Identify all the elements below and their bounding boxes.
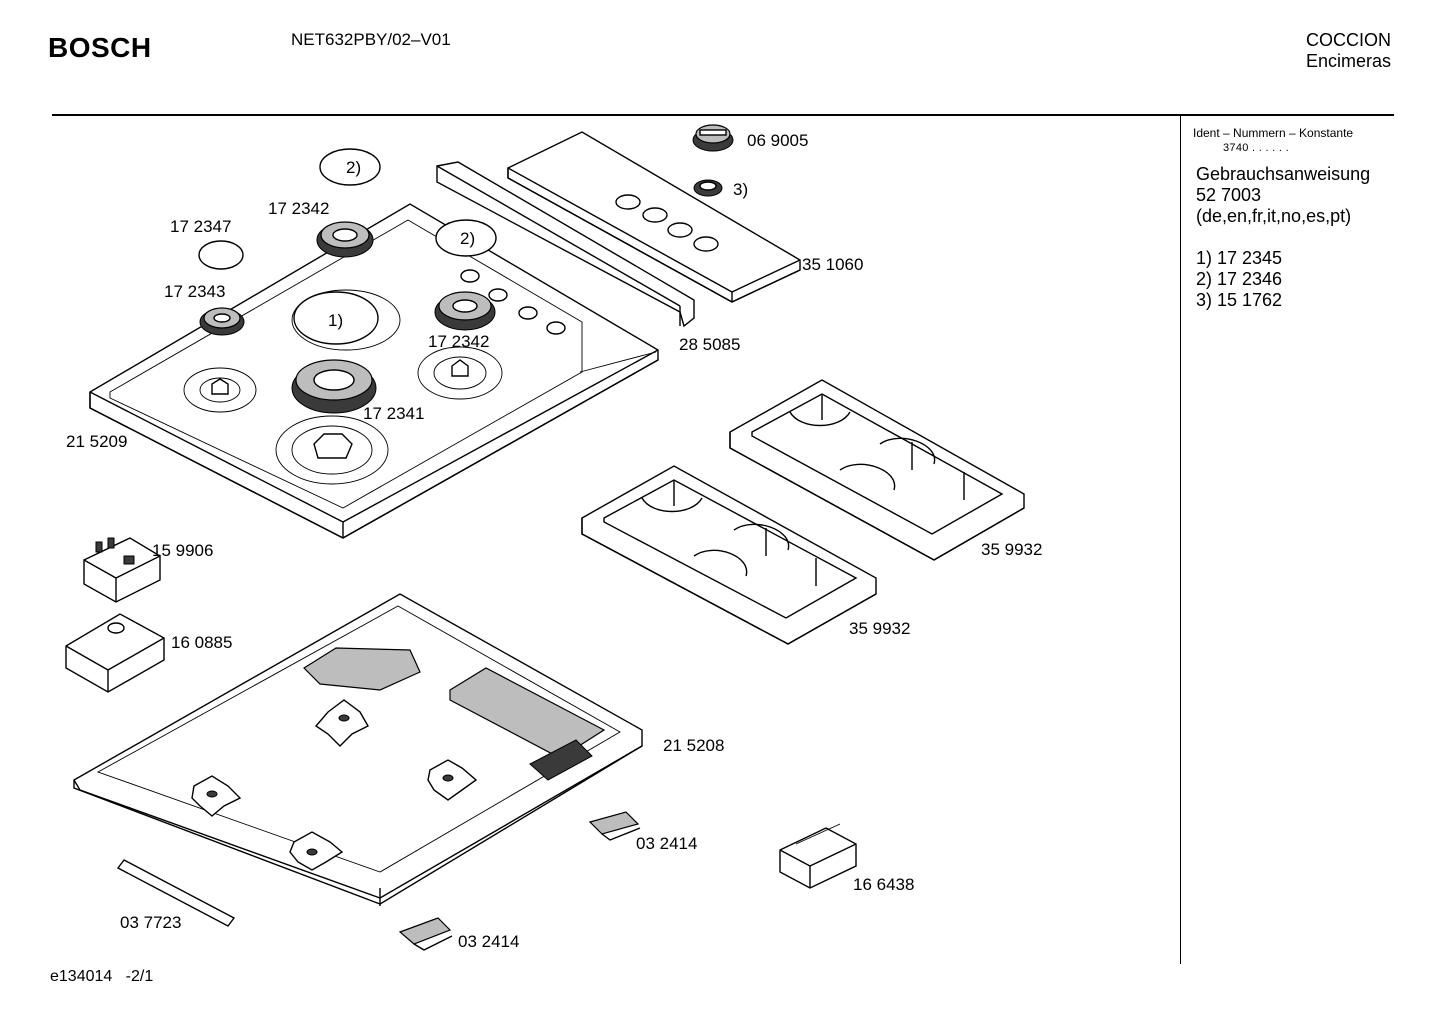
clip-bottom-part xyxy=(398,917,453,951)
label-burner-large: 17 2341 xyxy=(363,404,425,423)
ident-title: Ident – Nummern – Konstante xyxy=(1193,126,1354,140)
footnote-1: 1) 17 2345 xyxy=(1196,248,1283,268)
manual-languages: (de,en,fr,it,no,es,pt) xyxy=(1196,206,1352,226)
callout-2b-text: 2) xyxy=(460,229,475,248)
label-burner-small: 17 2343 xyxy=(164,282,226,301)
label-module-cover: 16 0885 xyxy=(171,633,233,652)
label-knob-spacer: 3) xyxy=(733,180,749,199)
burner-cap-small-part xyxy=(198,240,244,270)
label-clip-right: 03 2414 xyxy=(636,834,698,853)
pan-support-front-part xyxy=(581,465,877,645)
label-clip-bottom: 03 2414 xyxy=(458,932,520,951)
seal-strip-part xyxy=(116,859,236,927)
ident-number: 3740 . . . . . . xyxy=(1223,142,1289,154)
burner-medium-front-part xyxy=(434,291,496,331)
label-burner-medium-front: 17 2342 xyxy=(428,332,490,351)
label-control-panel: 35 1060 xyxy=(802,255,864,274)
label-ignition-module: 15 9906 xyxy=(152,541,214,560)
label-burner-cap-small: 17 2347 xyxy=(170,217,232,236)
burner-large-part xyxy=(291,359,377,414)
label-base-tray: 21 5208 xyxy=(663,736,725,755)
pan-support-rear-part xyxy=(729,379,1025,561)
model-number: NET632PBY/02–V01 xyxy=(291,30,451,49)
footnote-3: 3) 15 1762 xyxy=(1196,290,1283,310)
panel-strip-part xyxy=(436,161,695,328)
label-pan-support-rear: 35 9932 xyxy=(981,540,1043,559)
control-panel-part xyxy=(507,131,801,303)
hob-top-part xyxy=(89,203,659,539)
sidebar-divider xyxy=(1180,116,1181,964)
footer-drawing-id: e134014 -2/1 xyxy=(50,968,153,986)
label-junction-box: 16 6438 xyxy=(853,875,915,894)
junction-box-part xyxy=(779,823,857,889)
label-pan-support-front: 35 9932 xyxy=(849,619,911,638)
page-number: -2/1 xyxy=(125,968,154,985)
subcategory-title: Encimeras xyxy=(1305,51,1391,71)
label-knob: 06 9005 xyxy=(747,131,809,150)
clip-right-part xyxy=(588,811,641,841)
brand-logo: BOSCH xyxy=(48,32,152,63)
module-cover-part xyxy=(65,613,165,693)
callout-ring-1: 1) xyxy=(293,291,379,345)
callout-2a-text: 2) xyxy=(346,158,361,177)
knob-part xyxy=(692,124,734,152)
ignition-module-part xyxy=(83,537,161,603)
manual-number: 52 7003 xyxy=(1196,185,1262,205)
callout-ring-2b: 2) xyxy=(435,219,497,257)
label-hob-top: 21 5209 xyxy=(66,432,128,451)
knob-spacer-part xyxy=(693,179,723,197)
label-seal-strip: 03 7723 xyxy=(120,913,182,932)
callout-ring-2a: 2) xyxy=(319,148,381,186)
label-panel-strip: 28 5085 xyxy=(679,335,741,354)
footnote-2: 2) 17 2346 xyxy=(1196,269,1283,289)
header-rule xyxy=(52,114,1394,116)
callout-1-text: 1) xyxy=(328,311,343,330)
label-burner-medium-back: 17 2342 xyxy=(268,199,330,218)
drawing-id: e134014 xyxy=(50,968,113,985)
base-tray-part xyxy=(73,593,643,906)
exploded-parts-diagram: 1) 2) 2) xyxy=(65,124,1025,951)
manual-label: Gebrauchsanweisung xyxy=(1196,164,1371,184)
burner-medium-back-part xyxy=(316,221,374,258)
burner-small-part xyxy=(199,307,245,336)
category-title: COCCION xyxy=(1306,30,1391,50)
